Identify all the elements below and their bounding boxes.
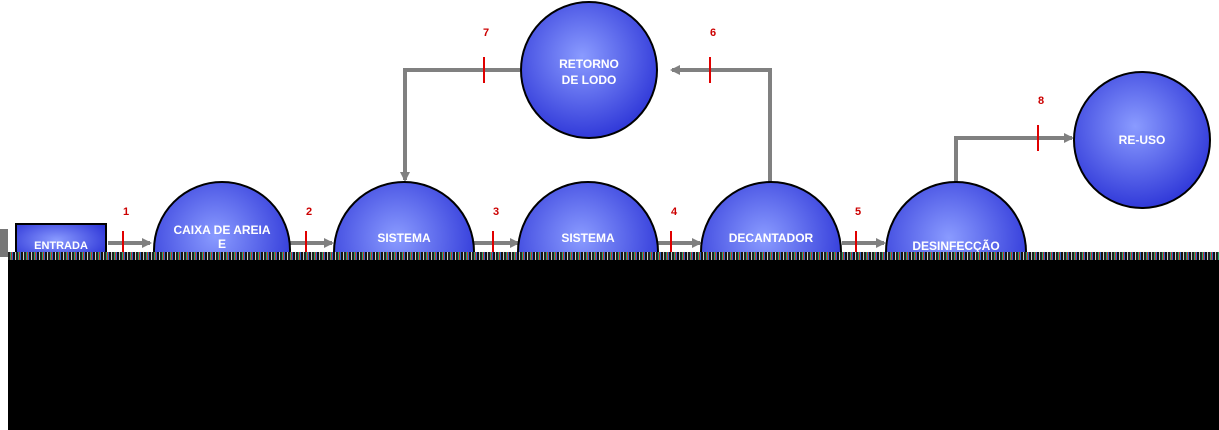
re-uso-circle [1073, 71, 1211, 209]
desinfeccao-label: DESINFECÇÃO [912, 238, 999, 253]
point-label-6: 6 [710, 27, 716, 39]
node-retorno-de-lodo: RETORNO DE LODO [520, 1, 658, 139]
corrupted-pixel-band [8, 252, 1219, 261]
sistema-anaerobio-label: SISTEMA [377, 231, 431, 245]
left-edge-connector [0, 229, 8, 257]
entrada-label: ENTRADA [34, 240, 88, 252]
sampling-labels: 1 2 3 4 5 6 7 8 [123, 27, 1044, 218]
retorno-de-lodo-label-line2: DE LODO [562, 73, 617, 87]
point-label-2: 2 [306, 206, 312, 218]
node-re-uso: RE-USO [1073, 71, 1211, 209]
re-uso-label: RE-USO [1119, 133, 1166, 147]
point-label-3: 3 [493, 206, 499, 218]
arrow-retorno-to-sistema1 [400, 68, 520, 182]
decantador-secundario-label: DECANTADOR [729, 231, 814, 245]
point-label-7: 7 [483, 27, 489, 39]
sistema-aerobio-label: SISTEMA [561, 231, 615, 245]
point-label-1: 1 [123, 206, 129, 218]
caixa-de-areia-label-line2: E [218, 237, 226, 251]
caixa-de-areia-label-line1: CAIXA DE AREIA [173, 223, 270, 237]
retorno-de-lodo-label-line1: RETORNO [559, 57, 619, 71]
sampling-markers [122, 57, 1039, 253]
blacked-out-region [8, 260, 1219, 430]
arrow-decantador-to-retorno [670, 65, 772, 182]
point-label-8: 8 [1038, 95, 1044, 107]
point-label-4: 4 [671, 206, 678, 218]
connectors [108, 65, 1074, 248]
point-label-5: 5 [855, 206, 861, 218]
arrow-desinfeccao-to-reuso [954, 133, 1074, 183]
retorno-de-lodo-circle [520, 1, 658, 139]
